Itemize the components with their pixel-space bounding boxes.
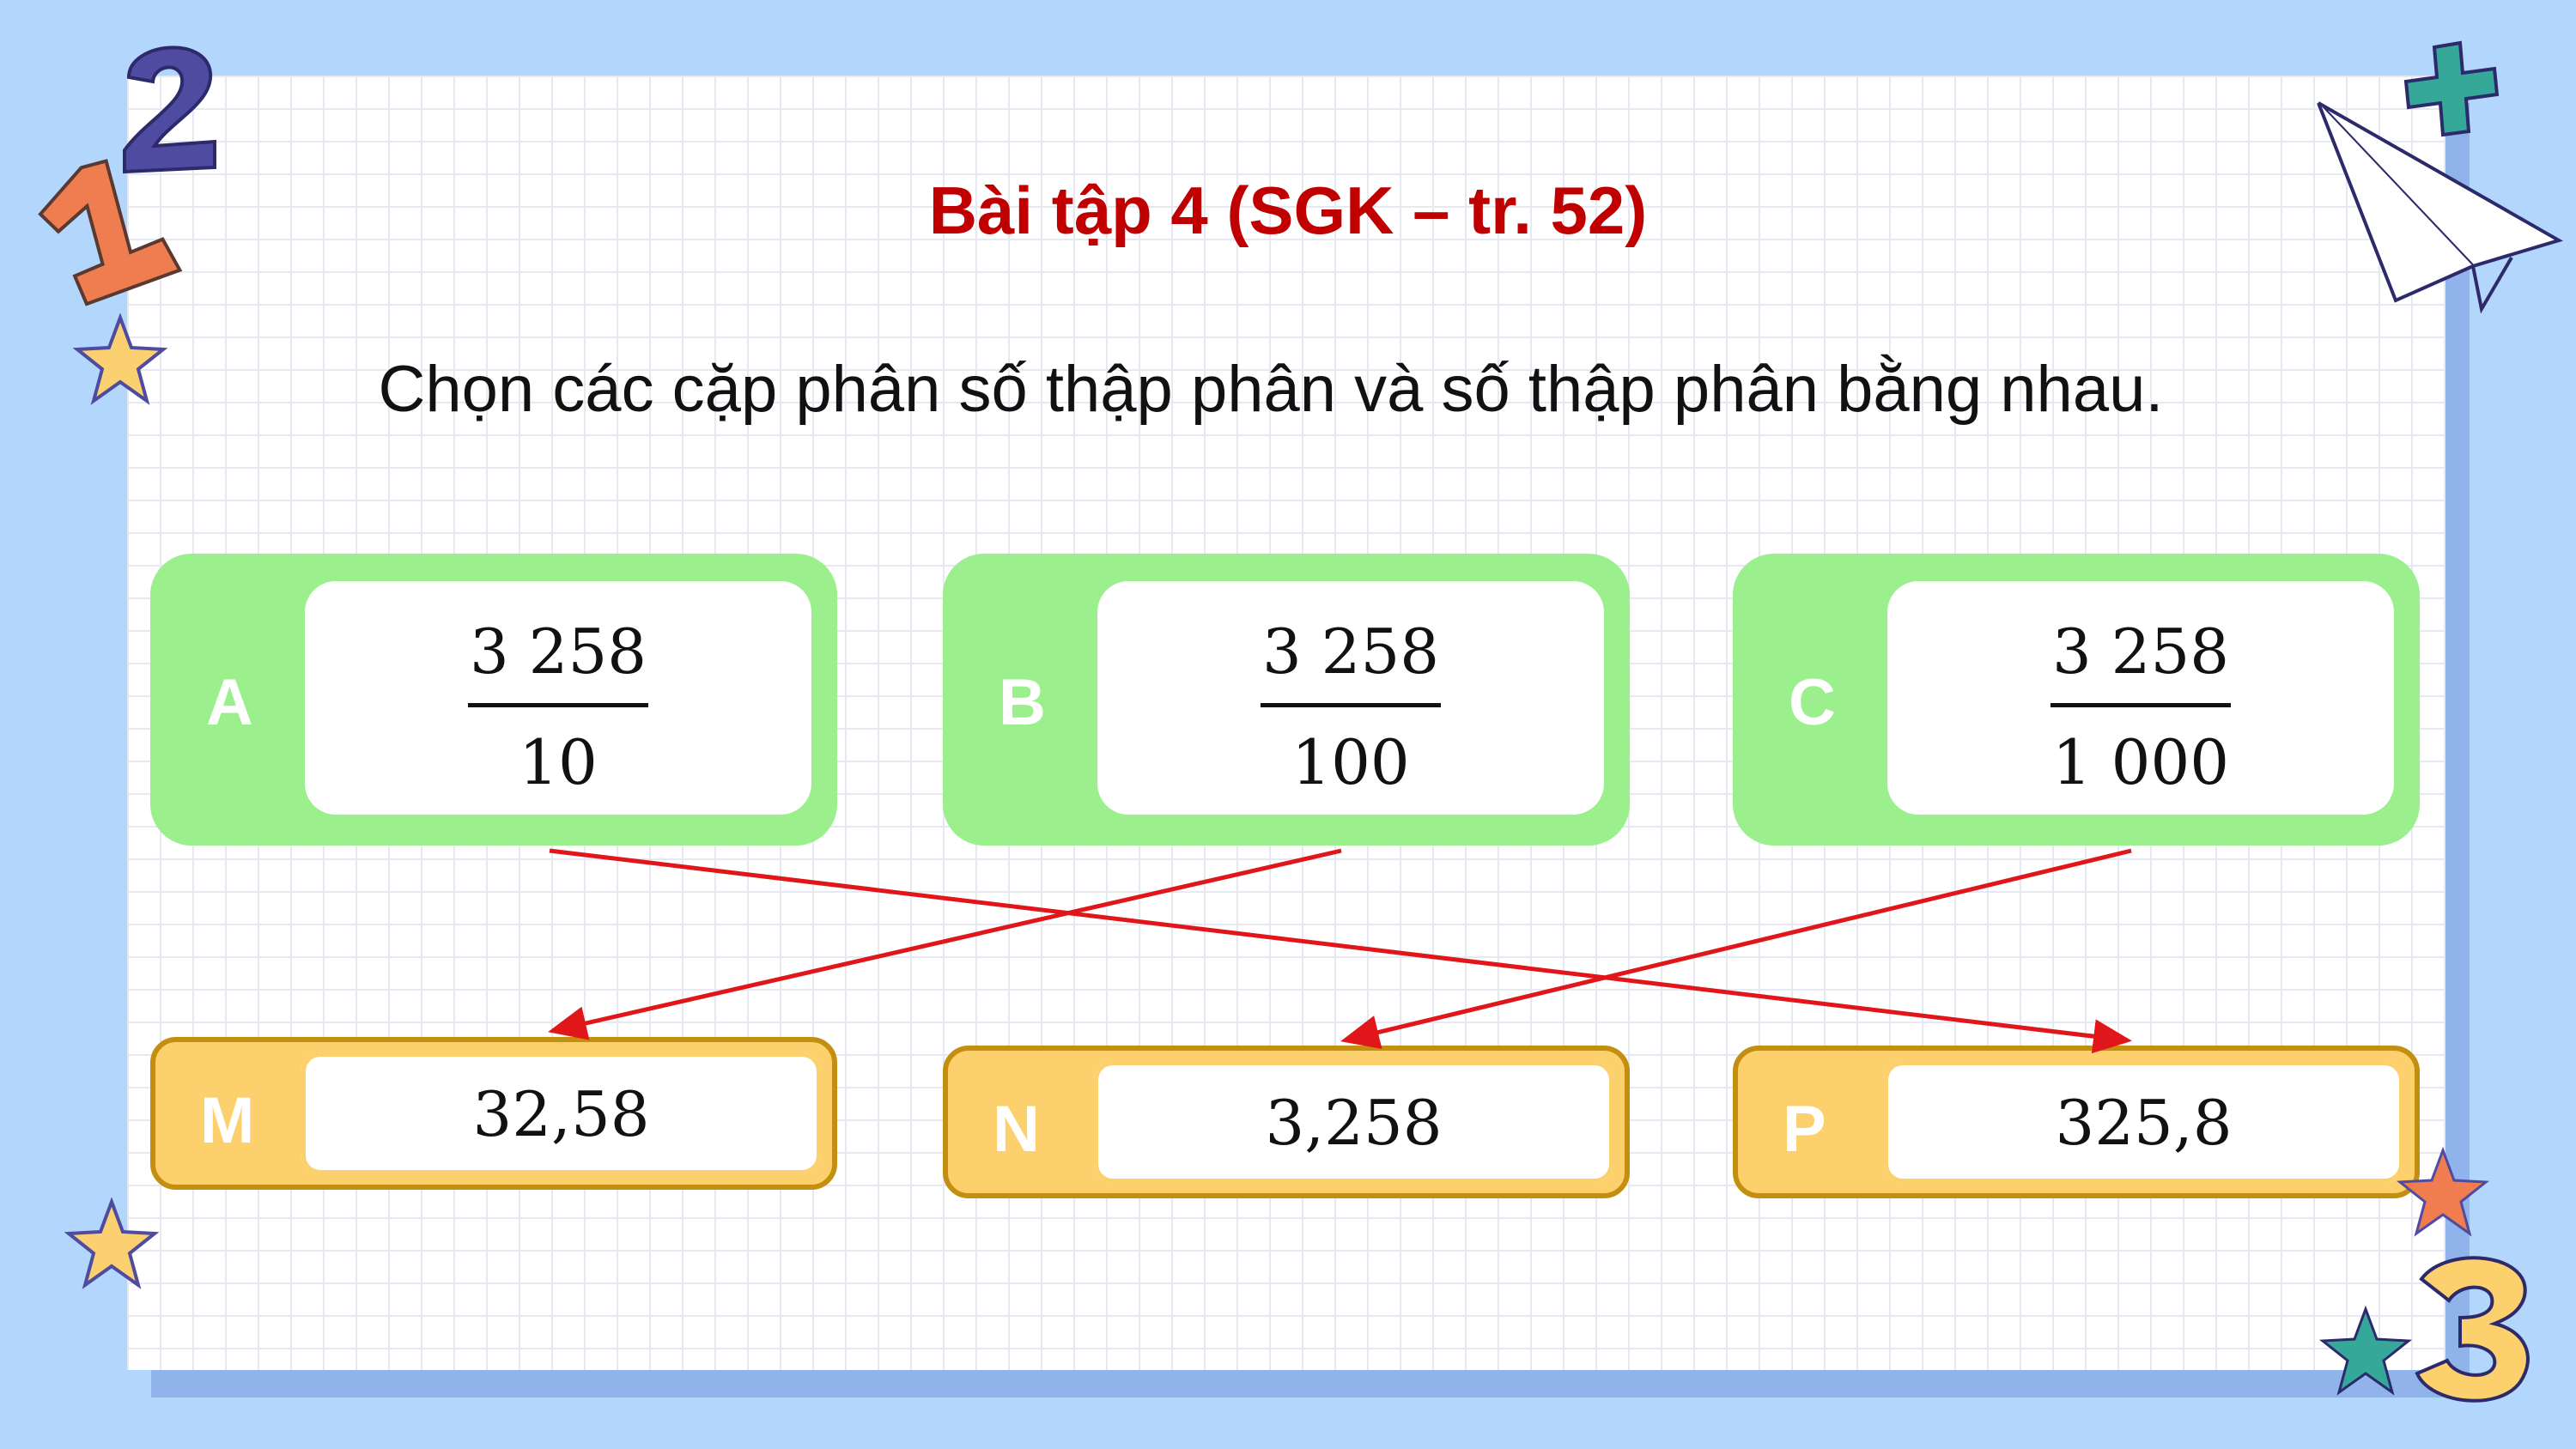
question-text: Chọn các cặp phân số thập phân và số thậ… [378, 353, 2164, 426]
fraction-box: 3 258 1 000 [1887, 581, 2394, 815]
number-3-icon [2415, 1256, 2530, 1403]
fraction-card-b[interactable]: B 3 258 100 [943, 554, 1630, 846]
option-letter: B [999, 666, 1046, 739]
option-letter: C [1789, 666, 1836, 739]
option-letter: M [200, 1084, 255, 1157]
decimal-value: 32,58 [472, 1078, 650, 1150]
star-icon [2396, 1146, 2490, 1237]
exercise-title: Bài tập 4 (SGK – tr. 52) [928, 173, 1648, 248]
fraction: 3 258 1 000 [1887, 615, 2394, 798]
denominator: 1 000 [2051, 726, 2230, 798]
fraction-card-c[interactable]: C 3 258 1 000 [1733, 554, 2420, 846]
arrow-c-to-n [1340, 848, 2132, 1050]
star-icon [64, 1197, 159, 1289]
numerator: 3 258 [469, 615, 647, 688]
star-icon [2318, 1305, 2413, 1396]
numerator: 3 258 [1261, 615, 1440, 688]
fraction-box: 3 258 100 [1097, 581, 1604, 815]
decimal-card-p[interactable]: P 325,8 [1733, 1046, 2420, 1198]
denominator: 10 [519, 726, 598, 798]
decimal-box: 32,58 [301, 1052, 821, 1174]
decimal-box: 325,8 [1884, 1061, 2403, 1183]
arrow-a-to-p [549, 848, 2132, 1054]
fraction-card-a[interactable]: A 3 258 10 [150, 554, 837, 846]
fraction: 3 258 10 [305, 615, 811, 798]
paper-plane-icon [2317, 101, 2564, 314]
fraction: 3 258 100 [1097, 615, 1604, 798]
option-letter: P [1783, 1093, 1826, 1166]
fraction-box: 3 258 10 [305, 581, 811, 815]
decimal-box: 3,258 [1094, 1061, 1613, 1183]
denominator: 100 [1291, 726, 1410, 798]
arrow-b-to-m [548, 848, 1342, 1040]
plus-icon [2403, 40, 2500, 137]
decimal-value: 325,8 [2055, 1087, 2233, 1159]
decimal-card-m[interactable]: M 32,58 [150, 1037, 837, 1190]
fraction-bar [468, 703, 648, 707]
option-letter: N [993, 1093, 1040, 1166]
decimal-value: 3,258 [1265, 1087, 1443, 1159]
number-1-icon [38, 159, 183, 306]
option-letter: A [206, 666, 253, 739]
fraction-bar [2050, 703, 2231, 707]
decimal-card-n[interactable]: N 3,258 [943, 1046, 1630, 1198]
numerator: 3 258 [2051, 615, 2230, 688]
number-2-icon [123, 45, 216, 174]
star-icon [73, 313, 167, 405]
fraction-bar [1261, 703, 1441, 707]
